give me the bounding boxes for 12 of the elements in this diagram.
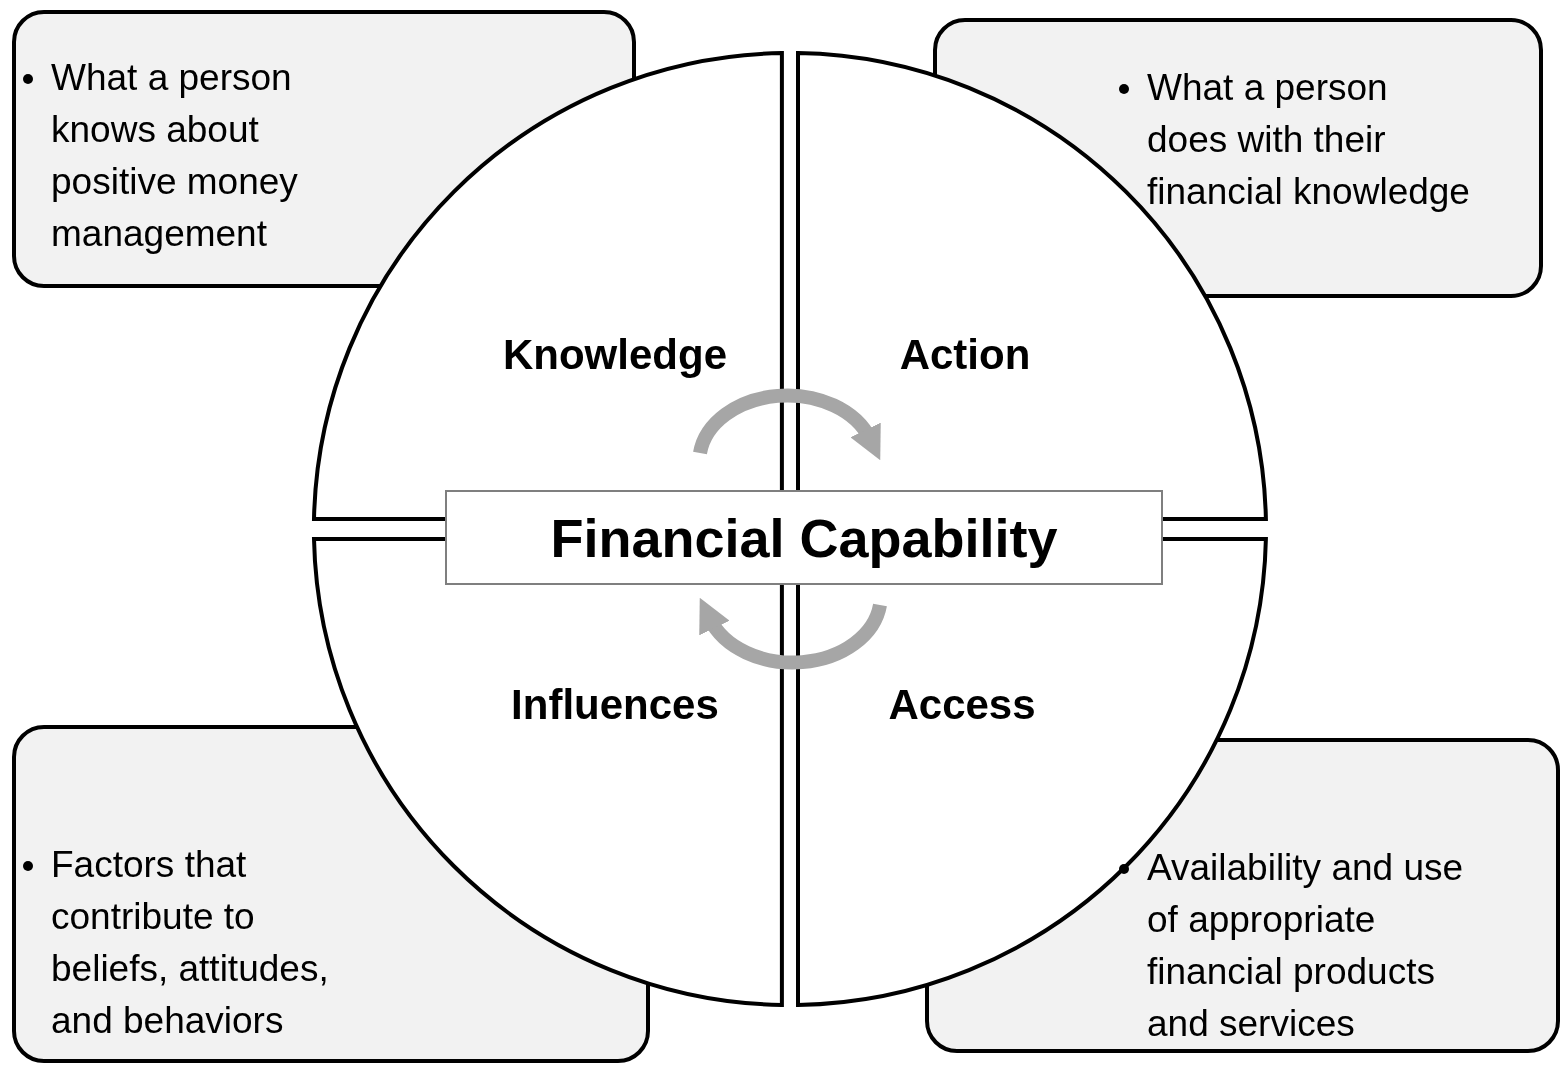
description-text: What a person knows about positive money management <box>51 56 299 256</box>
quadrant-title: Influences <box>511 681 719 729</box>
title-box <box>445 490 1163 585</box>
quadrant-title: Knowledge <box>503 331 727 379</box>
quadrant-title: Access <box>888 681 1036 729</box>
quadrant-title: Action <box>899 331 1031 379</box>
description-text: Factors that contribute to beliefs, attitudes, and behaviors <box>51 843 330 1043</box>
curved-arrow <box>698 598 887 670</box>
curved-arrow <box>693 388 882 460</box>
description-text: What a person does with their financial knowledge <box>1147 66 1471 214</box>
description-text: Availability and use of appropriate financial products and services <box>1147 846 1465 1046</box>
center-title: Financial Capability <box>550 506 1058 569</box>
